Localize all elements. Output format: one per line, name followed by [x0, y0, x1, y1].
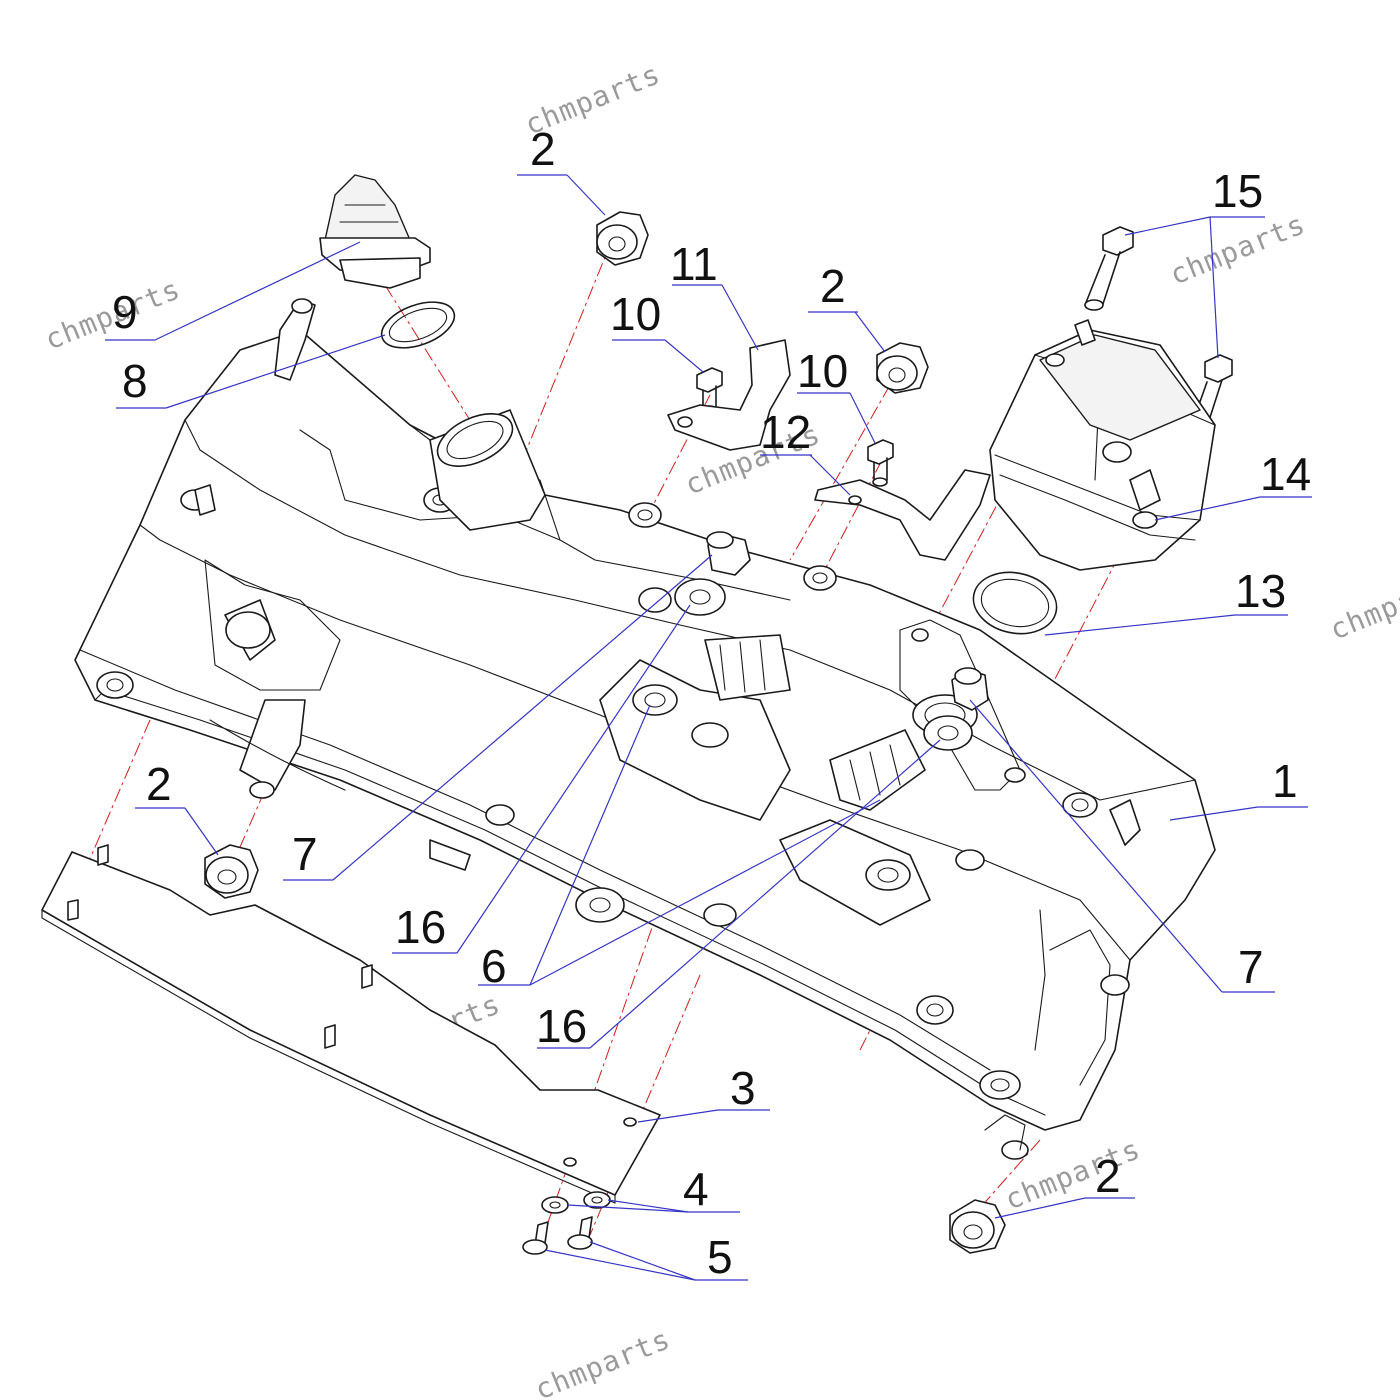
- callout-11: 11: [670, 238, 718, 290]
- callout-13: 13: [1235, 565, 1286, 617]
- filler-o-ring: [380, 301, 456, 349]
- washer-16-right: [923, 715, 973, 751]
- callout-9: 9: [112, 286, 138, 338]
- bolt-bosses: [96, 487, 1130, 1100]
- screws-5: [522, 1216, 593, 1255]
- oil-filler-cap: [319, 174, 431, 289]
- callout-15: 15: [1212, 165, 1263, 217]
- callout-2-top: 2: [530, 123, 556, 175]
- washer-16-left: [674, 578, 726, 616]
- bolt-10-right: [867, 439, 894, 487]
- grommet-mid: [876, 342, 929, 394]
- callout-underlines: [105, 174, 1312, 1281]
- callout-7-right: 7: [1238, 941, 1264, 993]
- callout-10-right: 10: [797, 345, 848, 397]
- callout-1: 1: [1272, 755, 1298, 807]
- grommet-bottom-right: [949, 1199, 1006, 1254]
- watermark: chmparts: [530, 1322, 675, 1400]
- callout-16-left: 16: [395, 901, 446, 953]
- callout-8: 8: [122, 355, 148, 407]
- callout-labels: 2 15 11 2 10 10 12 9 8 14 13 1 2 7 16 6 …: [112, 123, 1311, 1283]
- bracket-12: [814, 469, 991, 561]
- callout-16-right: 16: [536, 1000, 587, 1052]
- watermark: chmparts: [1165, 207, 1310, 291]
- cover-plate-3: [41, 844, 661, 1204]
- callout-3: 3: [730, 1062, 756, 1114]
- valve-cover-body: [74, 298, 1216, 1160]
- flange-bolt-15-left: [1084, 226, 1134, 311]
- callout-4: 4: [683, 1163, 709, 1215]
- callout-12: 12: [760, 406, 811, 458]
- callout-7-left: 7: [292, 828, 318, 880]
- callout-2-mid: 2: [820, 260, 846, 312]
- callout-14: 14: [1260, 448, 1311, 500]
- callout-2-bottom-right: 2: [1095, 1150, 1121, 1202]
- callout-5: 5: [707, 1231, 733, 1283]
- grommet-left: [204, 844, 259, 899]
- plug-7-right: [951, 667, 989, 711]
- separator-module-14: [989, 319, 1216, 571]
- watermark: chmparts: [1325, 562, 1400, 646]
- module-o-ring-13: [972, 571, 1058, 635]
- leader-lines: [154, 174, 1261, 1281]
- washers-4: [541, 1191, 611, 1214]
- callout-2-left: 2: [146, 758, 172, 810]
- bracket-11: [667, 339, 791, 451]
- plug-7-left: [706, 531, 751, 576]
- callout-6: 6: [481, 940, 507, 992]
- grommet-top: [596, 211, 649, 266]
- callout-10-left: 10: [610, 288, 661, 340]
